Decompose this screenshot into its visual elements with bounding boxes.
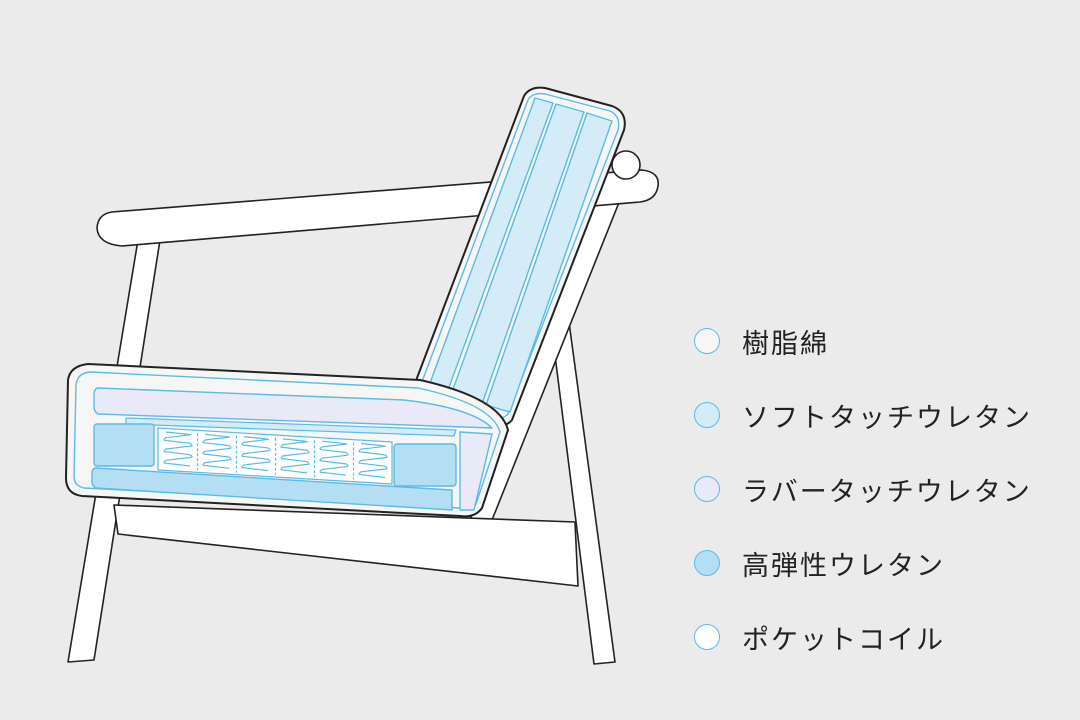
hr-urethane-block-right	[393, 443, 457, 487]
rubber-touch-side	[459, 431, 493, 511]
seat-cushion	[65, 363, 509, 518]
pocket-coil-spring	[358, 442, 388, 479]
pocket-coils	[163, 431, 388, 480]
legend-label: ポケットコイル	[742, 624, 945, 656]
hr-urethane-block-left	[93, 423, 155, 467]
legend-swatch	[694, 550, 720, 576]
back-frame-knob	[611, 150, 641, 180]
legend-swatch	[694, 476, 720, 502]
legend-item: ポケットコイル	[694, 614, 1064, 660]
legend-label: 高弾性ウレタン	[742, 550, 945, 582]
pocket-coil-spring	[241, 436, 271, 472]
pocket-coil-spring	[202, 433, 232, 469]
legend-item: ラバータッチウレタン	[694, 466, 1064, 512]
legend-label: 樹脂綿	[742, 328, 829, 360]
back-chamber-3	[485, 112, 613, 413]
legend-item: 高弾性ウレタン	[694, 540, 1064, 586]
legend-label: ソフトタッチウレタン	[742, 402, 1032, 434]
rubber-touch-layer	[93, 387, 493, 429]
legend-label: ラバータッチウレタン	[742, 476, 1032, 508]
legend: 樹脂綿 ソフトタッチウレタン ラバータッチウレタン 高弾性ウレタン ポケットコイ…	[694, 318, 1064, 688]
legend-item: 樹脂綿	[694, 318, 1064, 364]
legend-swatch	[694, 328, 720, 354]
legend-swatch	[694, 624, 720, 650]
legend-swatch	[694, 402, 720, 428]
pocket-coil-spring	[163, 431, 193, 467]
legend-item: ソフトタッチウレタン	[694, 392, 1064, 438]
seat-rail	[113, 504, 579, 587]
back-cushion	[415, 86, 626, 427]
hr-urethane-bottom	[91, 467, 453, 511]
seat-top-strip	[125, 417, 457, 437]
pocket-coil-spring	[319, 440, 349, 476]
pocket-coil-spring	[280, 438, 310, 474]
